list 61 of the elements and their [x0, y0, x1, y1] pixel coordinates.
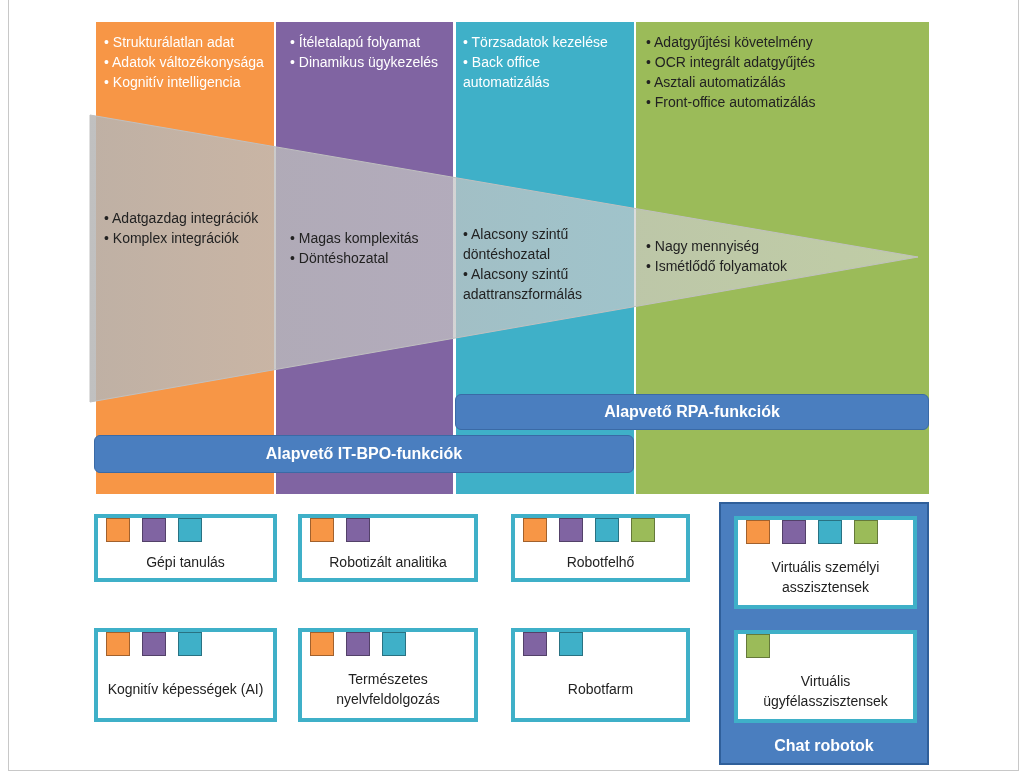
capability-card — [298, 628, 478, 722]
bullet-item: • Törzsadatok kezelése — [463, 33, 609, 52]
bullet-item: • Komplex integrációk — [104, 229, 240, 248]
bullet-item: • Adatgyűjtési követelmény — [646, 33, 814, 52]
group-panel — [719, 502, 929, 765]
bullet-item: • Alacsony szintű adattranszformálás — [463, 265, 584, 304]
color-square — [746, 634, 770, 658]
capability-card — [94, 628, 277, 722]
color-square — [178, 632, 202, 656]
color-square — [523, 632, 547, 656]
card-label: Robotfarm — [566, 680, 635, 699]
color-square — [559, 632, 583, 656]
card-label: Virtuális ügyfélasszisztensek — [762, 671, 889, 711]
capability-card — [511, 514, 690, 582]
color-square — [142, 632, 166, 656]
card-label: Robotizált analitika — [328, 553, 448, 572]
bullet-item: • Front-office automatizálás — [646, 93, 817, 112]
capability-card — [298, 514, 478, 582]
bullet-item: • Back office automatizálás — [463, 53, 551, 92]
bullet-item: • Adatgazdag integrációk — [104, 209, 260, 228]
color-square — [595, 518, 619, 542]
color-square — [106, 632, 130, 656]
capability-card — [734, 630, 917, 723]
bullet-item: • Dinamikus ügykezelés — [290, 53, 440, 72]
card-label: Kognitív képességek (AI) — [106, 680, 265, 699]
color-square — [310, 632, 334, 656]
card-label: Természetes nyelvfeldolgozás — [335, 670, 441, 709]
color-square — [142, 518, 166, 542]
color-square — [346, 632, 370, 656]
color-square — [746, 520, 770, 544]
card-label: Robotfelhő — [565, 553, 636, 572]
category-bar: Alapvető IT-BPO-funkciók — [94, 435, 634, 473]
bullet-item: • Alacsony szintű döntéshozatal — [463, 225, 570, 264]
panel-title: Chat robotok — [773, 737, 875, 755]
color-square — [559, 518, 583, 542]
bullet-item: • Ismétlődő folyamatok — [646, 257, 789, 276]
color-square — [854, 520, 878, 544]
capability-card — [94, 514, 277, 582]
card-label: Virtuális személyi asszisztensek — [770, 557, 881, 597]
bullet-item: • Kognitív intelligencia — [104, 73, 242, 92]
bullet-item: • Nagy mennyiség — [646, 237, 761, 256]
bullet-item: • Ítéletalapú folyamat — [290, 33, 422, 52]
color-square — [310, 518, 334, 542]
color-square — [178, 518, 202, 542]
bullet-item: • OCR integrált adatgyűjtés — [646, 53, 817, 72]
bullet-item: • Strukturálatlan adat — [104, 33, 236, 52]
color-square — [106, 518, 130, 542]
color-square — [631, 518, 655, 542]
bullet-item: • Döntéshozatal — [290, 249, 390, 268]
color-square — [382, 632, 406, 656]
card-label: Gépi tanulás — [145, 553, 226, 572]
color-square — [818, 520, 842, 544]
color-square — [782, 520, 806, 544]
color-square — [523, 518, 547, 542]
capability-card — [511, 628, 690, 722]
bullet-item: • Magas komplexitás — [290, 229, 420, 248]
color-square — [346, 518, 370, 542]
category-bar: Alapvető RPA-funkciók — [455, 394, 929, 430]
bullet-item: • Adatok változékonysága — [104, 53, 265, 72]
bullet-item: • Asztali automatizálás — [646, 73, 787, 92]
capability-card — [734, 516, 917, 609]
